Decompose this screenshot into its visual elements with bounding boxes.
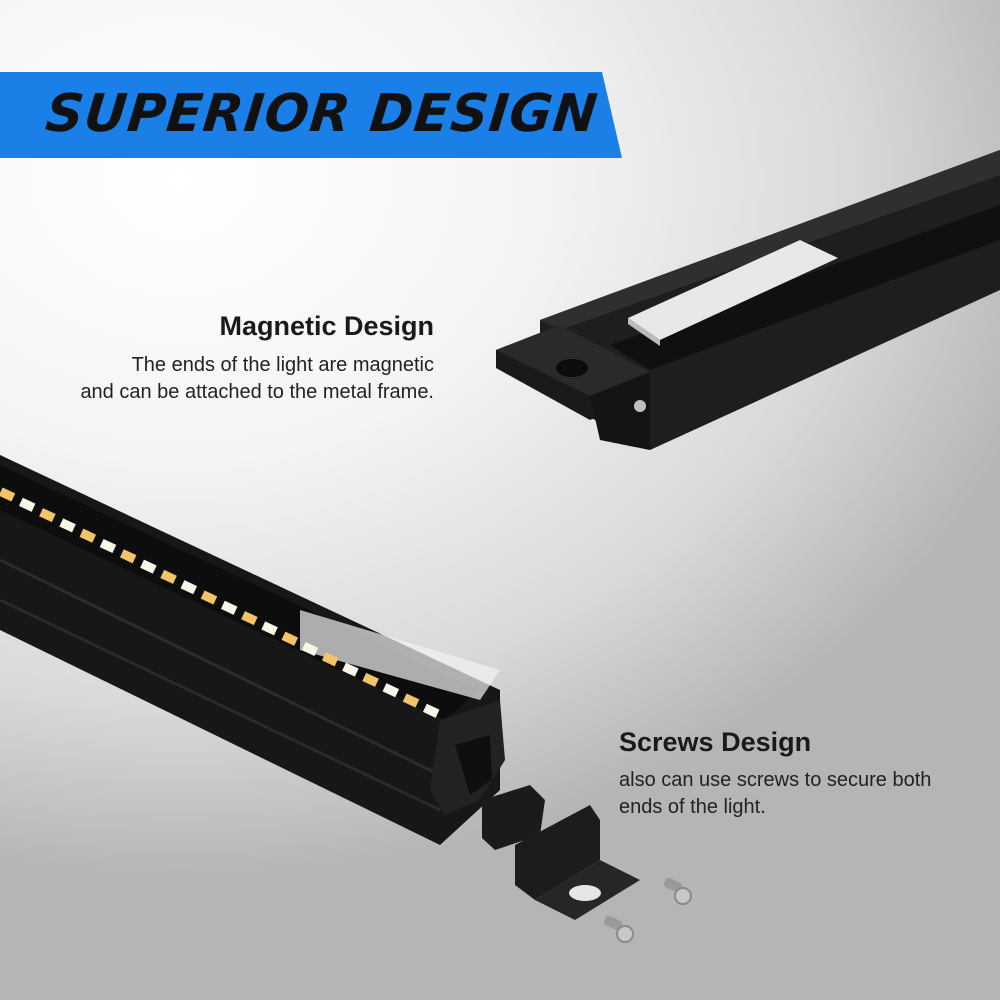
led-chip xyxy=(200,590,218,605)
led-chip xyxy=(382,683,400,698)
led-chip xyxy=(342,662,359,677)
led-chip xyxy=(281,631,299,646)
led-chip xyxy=(99,538,117,554)
end-cap-hole xyxy=(556,359,588,377)
screws-desc-line1: also can use screws to secure both xyxy=(619,769,932,791)
led-chip xyxy=(220,600,238,615)
end-cap-piece xyxy=(482,785,545,850)
led-chip xyxy=(422,703,440,718)
led-chip xyxy=(0,487,16,502)
led-chip xyxy=(39,508,56,523)
screws-design-description: also can use screws to secure both ends o… xyxy=(619,767,979,821)
led-chip xyxy=(18,497,36,512)
led-chip xyxy=(140,559,157,574)
led-chip xyxy=(180,580,198,595)
banner-background xyxy=(0,72,622,158)
track-channel-groove xyxy=(610,205,1000,370)
led-chip xyxy=(160,569,177,584)
led-chip xyxy=(402,693,420,708)
title-banner xyxy=(0,72,630,158)
screws-desc-line2: ends of the light. xyxy=(619,796,766,818)
magnetic-desc-line1: The ends of the light are magnetic xyxy=(131,354,434,376)
screws-design-title: Screws Design xyxy=(619,727,812,757)
l-bracket xyxy=(515,805,600,900)
diffuser-cover xyxy=(300,610,500,700)
led-chip xyxy=(119,549,137,564)
led-chip xyxy=(301,641,319,657)
led-chip xyxy=(321,652,339,667)
led-chip xyxy=(261,621,278,636)
magnet-plate xyxy=(628,240,838,340)
led-chip-row xyxy=(0,487,440,718)
led-chip xyxy=(59,518,76,533)
track-channel-rim xyxy=(540,150,1000,330)
screw-icon xyxy=(603,915,634,943)
led-chip xyxy=(79,528,97,543)
led-chip xyxy=(241,611,258,626)
magnetic-design-description: The ends of the light are magnetic and ca… xyxy=(14,352,434,406)
magnetic-design-title: Magnetic Design xyxy=(219,311,434,341)
magnetic-desc-line2: and can be attached to the metal frame. xyxy=(80,381,434,403)
led-chip xyxy=(362,672,379,687)
bracket-hole xyxy=(569,885,601,901)
screw-icon xyxy=(663,877,692,905)
magnet-screw xyxy=(634,400,646,412)
